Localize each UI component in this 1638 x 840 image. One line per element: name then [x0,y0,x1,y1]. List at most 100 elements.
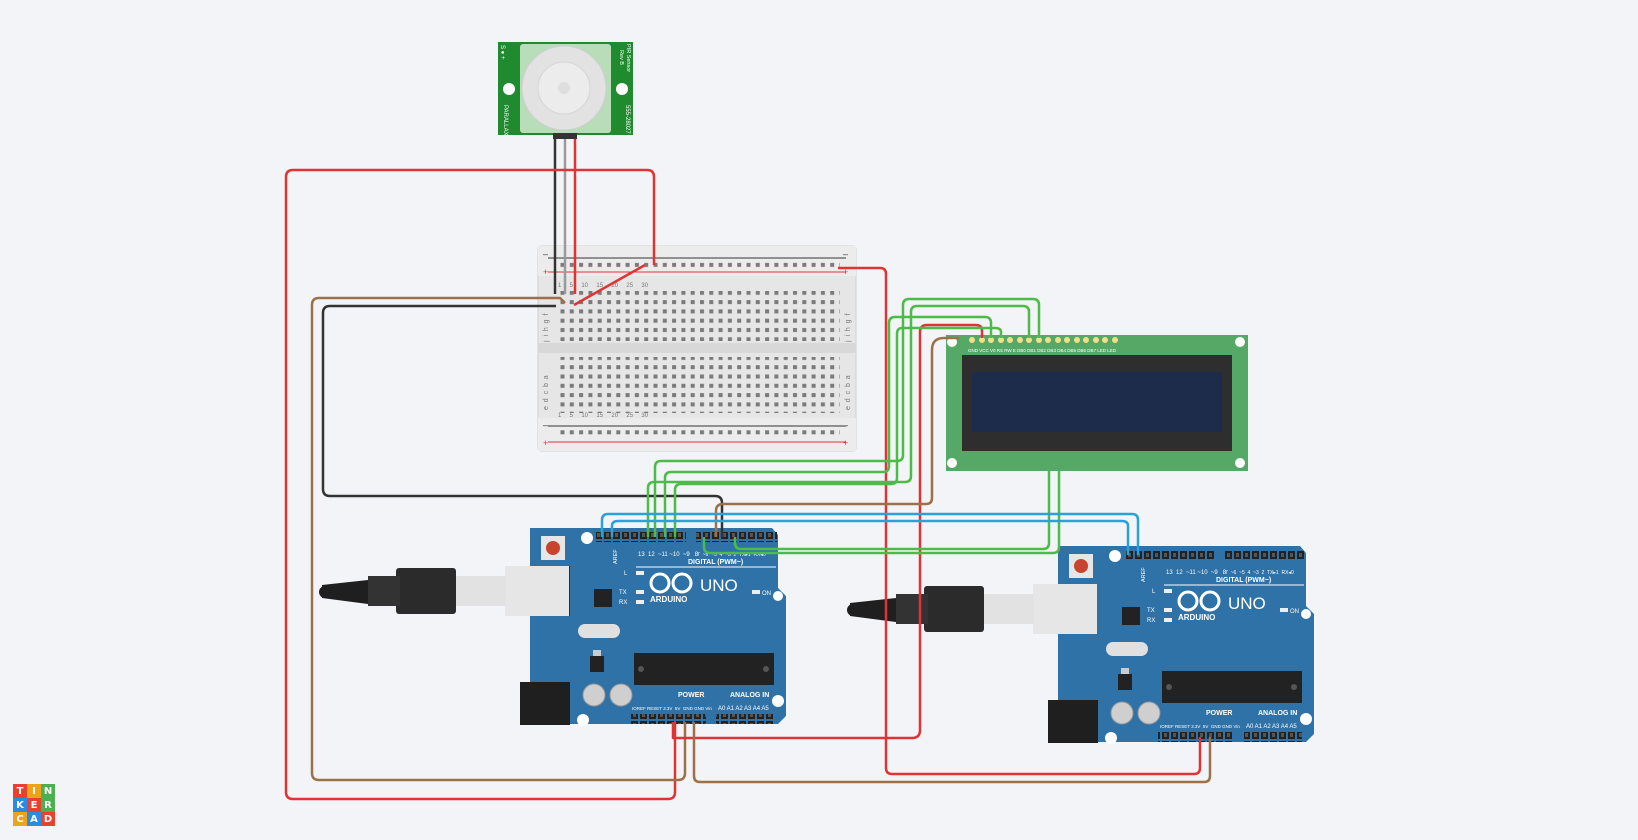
lcd-pin-row[interactable] [969,337,1118,343]
power-pin-labels: IOREF RESET 3.3V 5V GND GND Vin [632,706,712,711]
power-header[interactable] [630,714,706,724]
led-rx [636,600,644,604]
wire-lcd-db5[interactable] [663,315,993,537]
rail-minus-label: – [543,249,548,259]
pir-version-label: Rev B [618,50,624,65]
logo-letter: N [41,784,55,798]
pir-pin-header[interactable] [553,133,577,139]
svg-text:TX: TX [619,590,627,596]
wire-rail-to-arduino2[interactable] [838,266,1202,776]
row-letters-bottom: e d c b a [543,375,550,410]
wire-lcd-db4[interactable] [673,326,1003,537]
rail-plus-label: + [543,267,548,277]
svg-text:TX: TX [1147,608,1155,614]
svg-text:7 ~6 ~5 4 ~3 2 TX▸1 RX◂: 7 ~6 ~5 4 ~3 2 TX▸1 RX◂0 [1225,570,1294,576]
usb-cable-2[interactable] [847,586,1034,632]
svg-text:ON: ON [762,591,771,597]
power-header[interactable] [1158,732,1234,742]
pir-title-label: PIR Sensor [625,44,631,72]
lcd-screen [972,372,1222,432]
digital-header-high[interactable] [1124,550,1214,560]
wire-lcd-db7[interactable] [653,297,1041,537]
pir-part-label: 555-28027 [624,105,630,134]
wire-bb-jumper[interactable] [573,263,646,307]
brand-label: ARDUINO [650,595,687,604]
svg-text:ON: ON [1290,609,1299,615]
logo-letter: K [13,798,27,812]
analog-header[interactable] [716,714,774,724]
logo-letter: C [13,812,27,826]
usb-port[interactable] [1033,584,1097,634]
digital-header-low[interactable] [696,532,777,542]
digital-header-high[interactable] [596,532,686,542]
arduino-logo-2 [1177,590,1221,612]
svg-text:+: + [543,438,548,448]
pir-pins-label: S ● + [499,45,505,60]
mount-hole [616,83,628,95]
digital-header-low[interactable] [1224,550,1305,560]
wire-serial-rx[interactable] [610,519,1130,555]
svg-text:RX: RX [619,600,627,606]
capacitor [1137,701,1161,725]
capacitor [609,683,633,707]
breadboard[interactable]: – + – + – + – + 1 5 10 15 20 25 30 1 5 1… [537,245,857,452]
atmega-chip [1162,671,1302,703]
svg-text:j i h g f: j i h g f [845,314,852,343]
wire-lcd-en[interactable] [702,471,1061,555]
svg-text:L: L [624,571,628,577]
digital-label: DIGITAL (PWM~) [688,559,743,566]
chip-small [594,589,612,607]
wire-lcd-db6[interactable] [646,304,1031,537]
logo-letter: D [41,812,55,826]
svg-text:e d c b a: e d c b a [845,375,852,410]
atmega-chip [634,653,774,685]
mount-hole [503,83,515,95]
svg-text:–: – [843,420,848,430]
arduino-logo-1 [649,572,693,594]
column-numbers-bottom: 1 5 10 15 20 25 30 [558,413,649,419]
power-label: POWER [1206,710,1232,717]
wire-lcd-gnd[interactable] [714,336,959,537]
svg-text:–: – [543,420,548,430]
capacitor [582,683,606,707]
svg-text:RX: RX [1147,618,1155,624]
wire-serial-tx[interactable] [600,512,1140,555]
digital-label: DIGITAL (PWM~) [1216,577,1271,584]
column-numbers-top: 1 5 10 15 20 25 30 [558,283,649,289]
lcd-16x2[interactable]: GND VCC V0 RS RW E DB0 DB1 DB2 DB3 DB4 D… [946,335,1248,471]
analog-label: ANALOG IN [1258,710,1297,717]
wire-5v-to-breadboard[interactable] [284,168,677,801]
led-tx [636,590,644,594]
wire-gnd-arduino2[interactable] [692,722,1212,784]
svg-text:13 12 ~11 ~10 ~9 8: 13 12 ~11 ~10 ~9 8 [1166,570,1227,576]
wire-lcd-rs[interactable] [733,471,1051,551]
wire-pir-signal[interactable] [310,296,687,782]
crystal [578,624,620,638]
led-on [752,590,760,594]
brand-label: ARDUINO [1178,613,1215,622]
capacitor [1110,701,1134,725]
digital-pin-labels: 13 12 ~11 ~10 ~9 8 [638,552,699,558]
logo-letter: A [27,812,41,826]
arduino-uno-2[interactable]: L TX RX ON UNO ARDUINO DIGITAL (PWM~) PO… [1033,546,1314,744]
analog-header[interactable] [1244,732,1302,742]
power-jack[interactable] [1048,700,1098,743]
hole-grid-bottom[interactable] [556,357,840,413]
pir-sensor[interactable]: PARALLAX 555-28027 PIR Sensor Rev B S ● … [498,42,633,139]
usb-cable-1[interactable] [319,568,506,614]
tinkercad-logo: T I N K E R C A D [13,784,55,826]
analog-label: ANALOG IN [730,692,769,699]
digital-pin-labels-low: 7 ~6 ~5 4 ~3 2 TX▸1 RX◂0 [697,552,766,558]
aref-label: AREF [1141,567,1147,582]
svg-text:IOREF RESET 3.3V 5V GND GND: IOREF RESET 3.3V 5V GND GND Vin [1160,724,1240,729]
analog-pin-labels: A0 A1 A2 A3 A4 A5 [718,706,769,712]
hole-grid-top[interactable] [556,291,840,341]
wire-gnd[interactable] [321,304,724,537]
svg-text:L: L [1152,589,1156,595]
arduino-uno-1[interactable]: L TX RX ON UNO ARDUINO DIGITAL (PWM~) PO… [505,528,786,726]
svg-text:+: + [843,267,848,277]
lcd-pin-labels: GND VCC V0 RS RW E DB0 DB1 DB2 DB3 DB4 D… [968,348,1117,353]
svg-text:A0 A1 A2 A3 A4 A5: A0 A1 A2 A3 A4 A5 [1246,724,1297,730]
power-jack[interactable] [520,682,570,725]
